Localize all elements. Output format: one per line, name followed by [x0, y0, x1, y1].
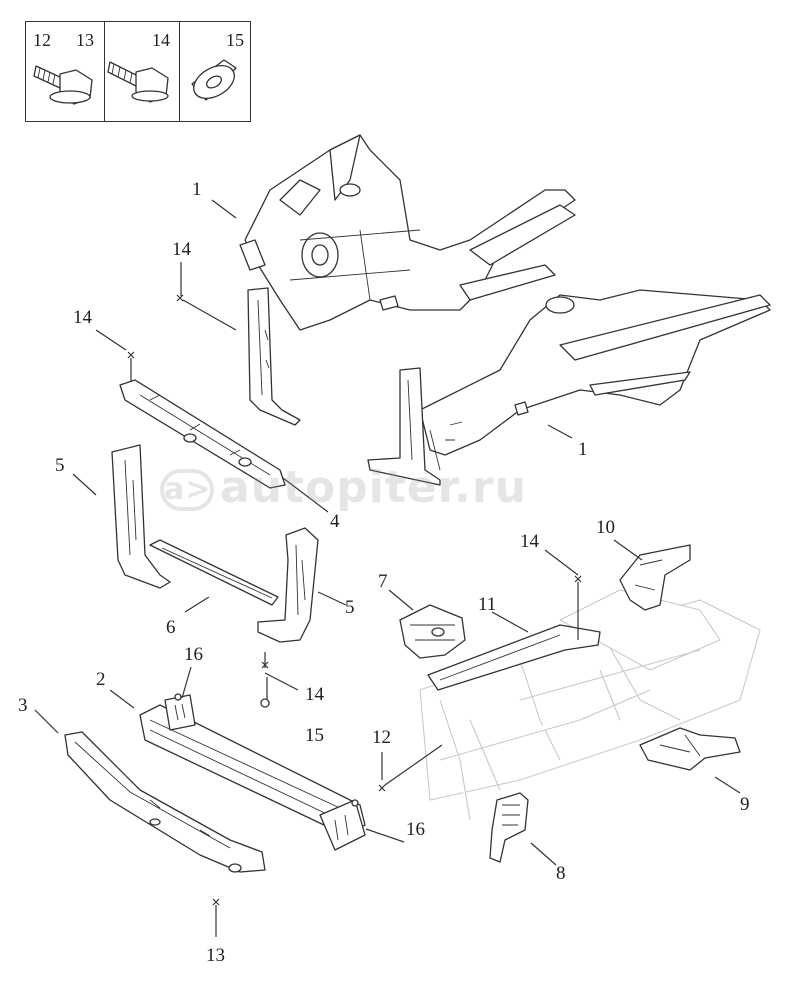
legend-cell-bolt — [105, 22, 180, 121]
legend-cell-bolt-washer — [26, 22, 105, 121]
fastener-marker-14b — [127, 351, 135, 359]
front-frame-upper — [239, 134, 576, 426]
callout-14-a: 14 — [172, 239, 191, 260]
upper-cross-member — [119, 379, 286, 489]
left-radiator-bracket — [111, 444, 171, 589]
legend-number-13: 13 — [76, 30, 94, 50]
callout-12: 12 — [372, 727, 391, 748]
callout-5-right: 5 — [345, 597, 355, 618]
fastener-marker-14a — [176, 294, 184, 302]
callout-3: 3 — [18, 695, 28, 716]
bracket-part-10 — [619, 544, 691, 611]
marker-16b — [351, 799, 359, 807]
callout-14-b: 14 — [73, 307, 92, 328]
washer-marker-15 — [260, 698, 270, 708]
marker-16a — [174, 693, 182, 701]
front-frame-lower — [367, 289, 771, 486]
right-radiator-bracket — [257, 527, 319, 643]
legend-number-12: 12 — [33, 30, 51, 50]
watermark-logo: a> — [160, 469, 214, 511]
bumper-reinforcement — [139, 694, 366, 851]
rail-part-11 — [427, 624, 601, 691]
callout-1-right: 1 — [578, 439, 588, 460]
bracket-part-7 — [399, 604, 466, 659]
callout-6: 6 — [166, 617, 176, 638]
fastener-marker-12 — [378, 784, 386, 792]
fastener-marker-14c — [574, 575, 582, 583]
callout-4: 4 — [330, 511, 340, 532]
callout-15: 15 — [305, 725, 324, 746]
callout-16-b: 16 — [406, 819, 425, 840]
callout-14-c: 14 — [520, 531, 539, 552]
callout-14-d: 14 — [305, 684, 324, 705]
ghost-chassis-context — [419, 589, 761, 821]
washer-icon — [191, 59, 237, 101]
legend-number-14: 14 — [152, 30, 170, 50]
watermark-text: autopiter.ru — [220, 462, 527, 513]
callout-16-a: 16 — [184, 644, 203, 665]
legend-number-15: 15 — [226, 30, 244, 50]
callout-13: 13 — [206, 945, 225, 966]
callout-9: 9 — [740, 794, 750, 815]
leader-lines — [34, 199, 741, 937]
diagonal-brace — [149, 539, 279, 606]
callout-7: 7 — [378, 571, 388, 592]
bumper-beam — [64, 731, 266, 873]
callout-11: 11 — [478, 594, 497, 615]
callout-1-top: 1 — [192, 179, 202, 200]
callout-8: 8 — [556, 863, 566, 884]
hex-bolt-icon — [107, 61, 169, 103]
watermark: a>autopiter.ru — [160, 462, 527, 513]
bracket-part-9 — [639, 727, 741, 771]
flange-bolt-icon — [33, 65, 93, 105]
fastener-marker-14d — [261, 661, 269, 669]
callout-2: 2 — [96, 669, 106, 690]
fastener-marker-13 — [212, 898, 220, 906]
bracket-part-8 — [489, 792, 529, 863]
callout-10: 10 — [596, 517, 615, 538]
callout-5-left: 5 — [55, 455, 65, 476]
fastener-markers — [127, 294, 582, 906]
